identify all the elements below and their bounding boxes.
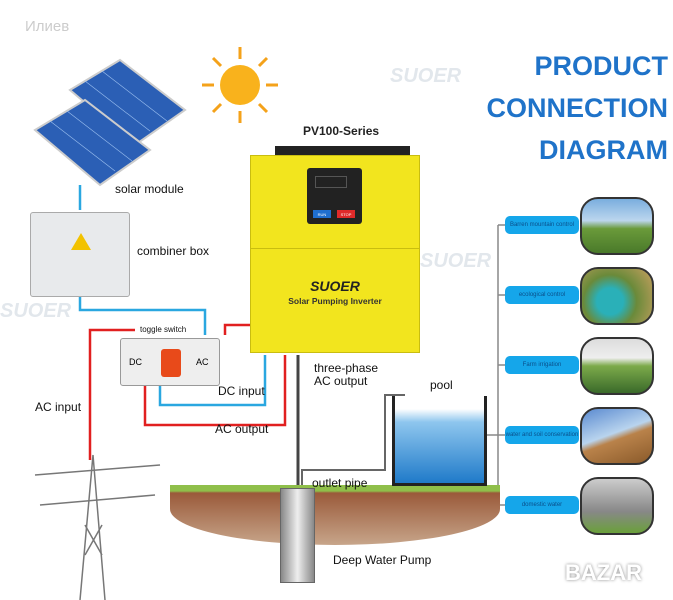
bazar-logo: BAZAR — [565, 560, 642, 585]
farm-irrigation-photo — [580, 337, 654, 395]
dc-input-label: DC input — [218, 384, 265, 398]
solar-panel-icon — [33, 58, 187, 187]
switch-knob — [161, 349, 181, 377]
application-label: Barren mountain control — [505, 216, 579, 234]
domestic-water-photo — [580, 477, 654, 535]
brand-watermark: SUOER — [420, 250, 492, 272]
ac-input-label: AC input — [35, 400, 82, 414]
control-panel: RUN STOP — [307, 168, 362, 224]
application-label: ecological control — [505, 286, 579, 304]
ac-label: AC — [196, 357, 209, 367]
mount-bracket — [275, 146, 410, 155]
run-button[interactable]: RUN — [313, 210, 331, 218]
stop-button[interactable]: STOP — [337, 210, 355, 218]
inverter: RUN STOP SUOER Solar Pumping Inverter — [250, 155, 420, 353]
combiner-box — [30, 212, 130, 297]
combiner-box-label: combiner box — [137, 244, 210, 258]
application-label: Farm irrigation — [505, 356, 579, 374]
barren-mountain-photo — [580, 197, 654, 255]
watermark: Илиев — [25, 18, 70, 35]
title-line: DIAGRAM — [539, 135, 668, 165]
application-label: domestic water — [505, 496, 579, 514]
three-phase-label: three-phase AC output — [314, 361, 379, 388]
toggle-switch: DC AC — [120, 338, 220, 386]
title-line: CONNECTION — [486, 93, 669, 123]
outlet-pipe-label: outlet pipe — [312, 476, 368, 490]
solar-module-label: solar module — [115, 182, 184, 196]
pump-label: Deep Water Pump — [333, 553, 432, 567]
brand-logo: SUOER — [310, 278, 360, 294]
display — [315, 176, 347, 188]
soil-conservation-photo — [580, 407, 654, 465]
power-pylon-icon — [34, 454, 161, 600]
pool — [392, 396, 487, 486]
application-label: water and soil conservation — [505, 426, 579, 444]
title-line: PRODUCT — [534, 51, 669, 81]
divider — [251, 248, 419, 249]
brand-watermark: SUOER — [390, 65, 462, 87]
brand-watermark: SUOER — [0, 300, 72, 322]
ac-output-label: AC output — [215, 422, 269, 436]
pool-label: pool — [430, 378, 453, 392]
toggle-switch-label: toggle switch — [140, 325, 187, 334]
deep-water-pump — [280, 488, 315, 583]
ground — [170, 485, 500, 545]
warning-icon — [71, 233, 91, 250]
sun-icon — [202, 47, 278, 123]
series-label: PV100-Series — [303, 124, 380, 138]
product-name: Solar Pumping Inverter — [288, 296, 382, 306]
dc-label: DC — [129, 357, 142, 367]
ecological-photo — [580, 267, 654, 325]
